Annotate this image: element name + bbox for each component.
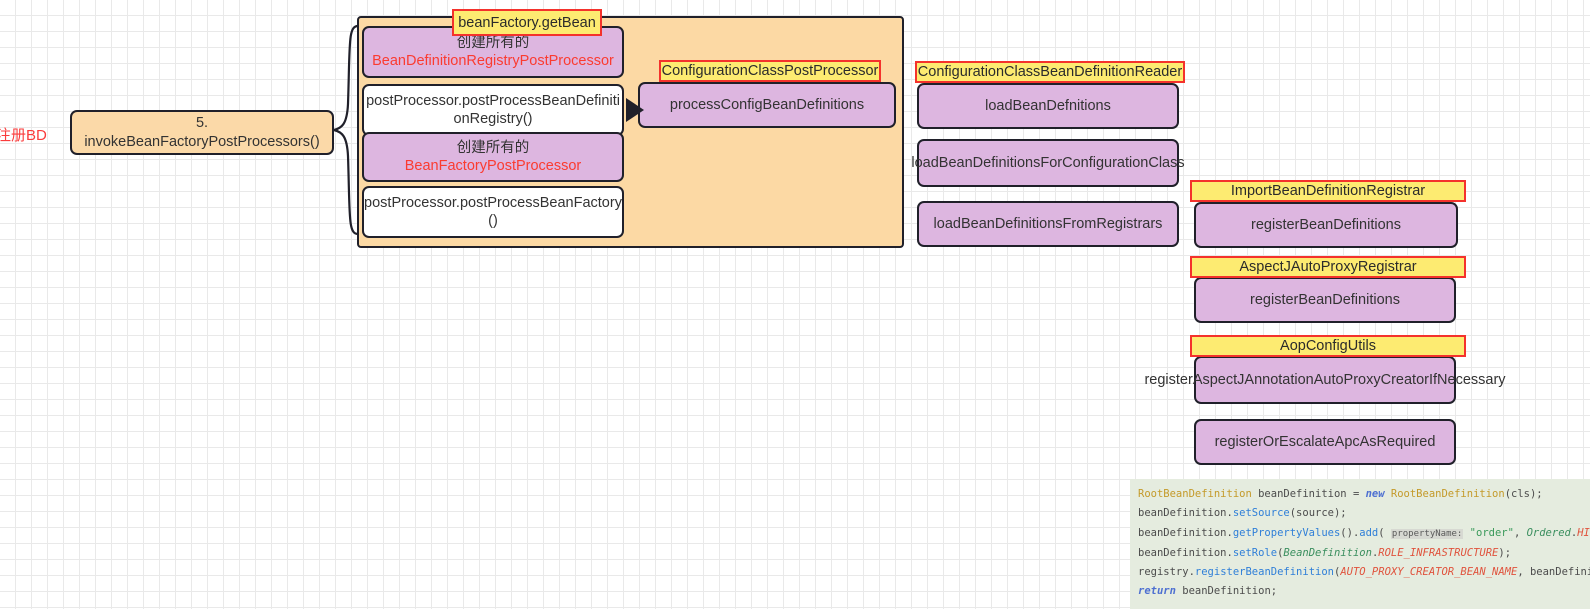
node-create-all-bfpp-line2: BeanFactoryPostProcessor bbox=[404, 158, 582, 174]
code-token: setSource bbox=[1232, 507, 1290, 520]
code-token: propertyName: bbox=[1390, 528, 1464, 539]
code-token: registry. bbox=[1138, 566, 1195, 579]
tag-bean-factory-get-bean[interactable]: beanFactory.getBean bbox=[452, 9, 602, 36]
code-token: Ordered bbox=[1526, 526, 1571, 539]
code-token: beanDefinition. bbox=[1138, 507, 1233, 520]
node-ppbf-line1: postProcessor.postProcessBeanFactory bbox=[364, 194, 622, 211]
code-token: = bbox=[1352, 488, 1366, 500]
code-token: RootBeanDefinition bbox=[1138, 488, 1259, 500]
code-token: AUTO_PROXY_CREATOR_BEAN_NAME bbox=[1340, 566, 1518, 579]
code-token: (cls); bbox=[1504, 488, 1543, 500]
code-token: beanDefinition. bbox=[1138, 526, 1233, 539]
code-line: RootBeanDefinition beanDefinition = new … bbox=[1138, 485, 1582, 504]
node-create-all-bdrpp-line1: 创建所有的 bbox=[456, 34, 530, 51]
tag-configuration-class-bean-definition-reader[interactable]: ConfigurationClassBeanDefinitionReader bbox=[915, 61, 1185, 83]
node-register-bean-definitions-ajapr[interactable]: registerBeanDefinitions bbox=[1194, 277, 1456, 323]
node-load-bean-definitions-from-registrars[interactable]: loadBeanDefinitionsFromRegistrars bbox=[917, 201, 1179, 247]
code-token: HIGHEST_PRECEDENCE bbox=[1577, 526, 1590, 539]
code-token: beanDefinition; bbox=[1182, 585, 1278, 598]
code-line: beanDefinition.setSource(source); bbox=[1138, 504, 1582, 523]
code-token: . bbox=[1371, 546, 1379, 559]
node-ppbdr-line2: onRegistry() bbox=[453, 111, 533, 127]
code-token: ROLE_INFRASTRUCTURE bbox=[1378, 546, 1499, 559]
code-token: , beanDefinition); bbox=[1517, 566, 1590, 579]
code-token: getPropertyValues bbox=[1232, 526, 1341, 539]
node-create-all-bfpp[interactable]: 创建所有的 BeanFactoryPostProcessor bbox=[362, 132, 624, 182]
code-token: ( bbox=[1378, 526, 1391, 539]
code-token: ( bbox=[1277, 546, 1284, 559]
code-token: beanDefinition. bbox=[1138, 546, 1233, 559]
code-token: "order" bbox=[1469, 526, 1514, 539]
code-token: (source); bbox=[1289, 507, 1347, 520]
code-token: RootBeanDefinition bbox=[1390, 488, 1505, 500]
node-ppbdr-line1: postProcessor.postProcessBeanDefiniti bbox=[366, 92, 620, 109]
node-register-or-escalate-apc-as-required[interactable]: registerOrEscalateApcAsRequired bbox=[1194, 419, 1456, 465]
arrow-to-process-config-bean-definitions bbox=[626, 98, 644, 122]
code-token: BeanDefinition bbox=[1283, 546, 1372, 559]
code-token: ); bbox=[1498, 546, 1512, 559]
tag-aop-config-utils[interactable]: AopConfigUtils bbox=[1190, 335, 1466, 357]
node-ppbf-line2: () bbox=[488, 213, 498, 229]
code-line: beanDefinition.setRole(BeanDefinition.RO… bbox=[1138, 544, 1582, 563]
node-post-process-bean-definition-registry[interactable]: postProcessor.postProcessBeanDefiniti on… bbox=[362, 84, 624, 136]
node-register-bean-definitions-ibdr[interactable]: registerBeanDefinitions bbox=[1194, 202, 1458, 248]
node-create-all-bfpp-line1: 创建所有的 bbox=[456, 139, 530, 156]
brace-connector bbox=[333, 24, 360, 236]
code-token: (). bbox=[1340, 526, 1360, 539]
tag-configuration-class-post-processor[interactable]: ConfigurationClassPostProcessor bbox=[659, 60, 881, 82]
code-line: registry.registerBeanDefinition(AUTO_PRO… bbox=[1138, 563, 1590, 582]
node-register-aspectj-annotation-auto-proxy-creator-if-necessary[interactable]: registerAspectJAnnotationAutoProxyCreato… bbox=[1144, 356, 1506, 404]
node-post-process-bean-factory[interactable]: postProcessor.postProcessBeanFactory () bbox=[362, 186, 624, 238]
code-token: registerBeanDefinition bbox=[1194, 566, 1334, 579]
code-token: add bbox=[1359, 526, 1379, 539]
node-create-all-bdrpp-line2: BeanDefinitionRegistryPostProcessor bbox=[372, 53, 614, 69]
node-load-bean-definitions[interactable]: loadBeanDefnitions bbox=[917, 83, 1179, 129]
node-invoke-bean-factory-post-processors[interactable]: 5. invokeBeanFactoryPostProcessors() bbox=[70, 110, 334, 155]
tag-import-bean-definition-registrar[interactable]: ImportBeanDefinitionRegistrar bbox=[1190, 180, 1466, 202]
code-token: . bbox=[1570, 526, 1578, 539]
code-token: ( bbox=[1333, 566, 1341, 579]
code-token: return bbox=[1138, 585, 1183, 598]
code-token: , bbox=[1513, 526, 1527, 539]
code-token: setRole bbox=[1232, 546, 1278, 559]
code-token: new bbox=[1365, 488, 1391, 500]
code-snippet-register-apc: RootBeanDefinition beanDefinition = new … bbox=[1130, 479, 1590, 609]
code-token: beanDefinition bbox=[1258, 488, 1353, 500]
node-process-config-bean-definitions[interactable]: processConfigBeanDefinitions bbox=[638, 82, 896, 128]
node-load-bean-definitions-for-configuration-class[interactable]: loadBeanDefinitionsForConfigurationClass bbox=[911, 139, 1185, 187]
side-label-register-bd: 注册BD bbox=[0, 127, 47, 144]
code-line: return beanDefinition; bbox=[1138, 582, 1582, 601]
tag-aspectj-auto-proxy-registrar[interactable]: AspectJAutoProxyRegistrar bbox=[1190, 256, 1466, 278]
code-line: beanDefinition.getPropertyValues().add( … bbox=[1138, 524, 1590, 544]
